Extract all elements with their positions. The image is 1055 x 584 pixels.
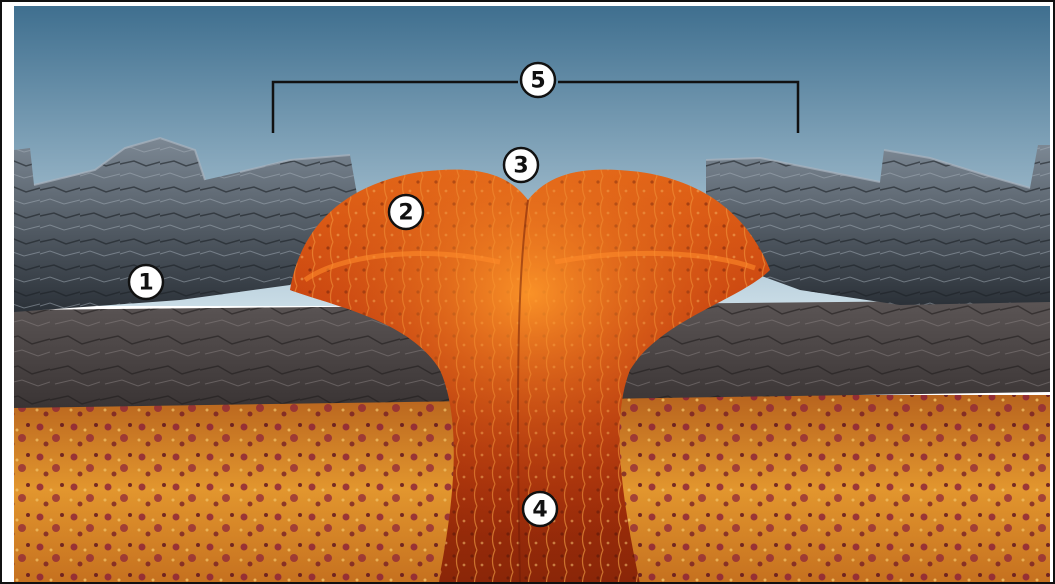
marker-3: 3 — [504, 148, 538, 182]
marker-5: 5 — [521, 63, 555, 97]
marker-1: 1 — [129, 265, 163, 299]
marker-2: 2 — [389, 195, 423, 229]
marker-4: 4 — [523, 492, 557, 526]
marker-4-label: 4 — [532, 498, 547, 523]
marker-3-label: 3 — [513, 154, 528, 179]
marker-1-label: 1 — [138, 271, 153, 296]
marker-2-label: 2 — [398, 201, 413, 226]
marker-5-label: 5 — [530, 69, 545, 94]
